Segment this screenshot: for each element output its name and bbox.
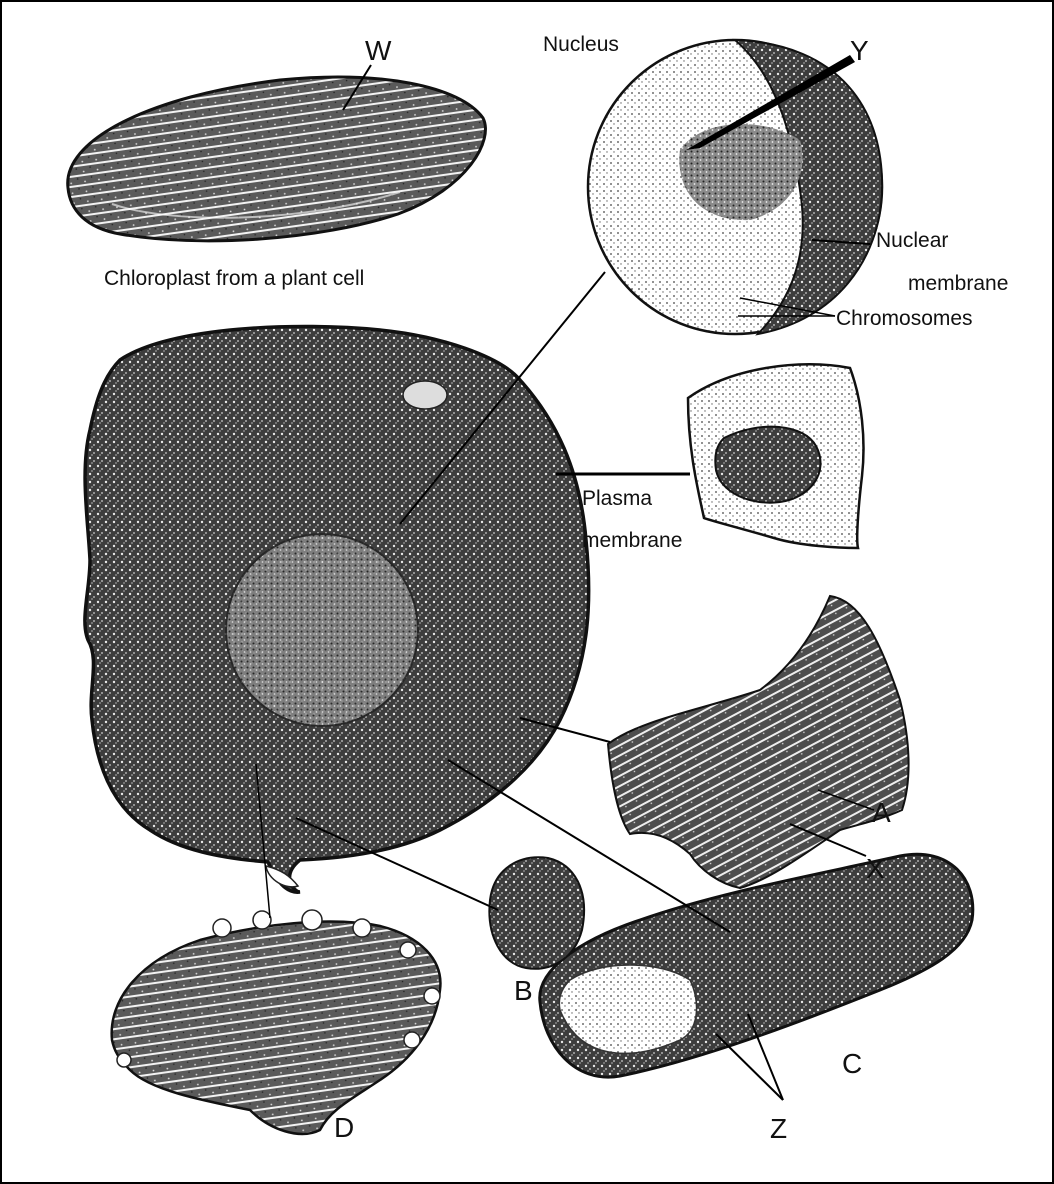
label-d: D — [334, 1112, 354, 1143]
label-b: B — [514, 975, 533, 1006]
label-nucleus: Nucleus — [543, 33, 619, 56]
label-z: Z — [770, 1113, 787, 1144]
label-x: X — [866, 853, 885, 884]
label-a: A — [872, 797, 891, 828]
label-y: Y — [850, 35, 869, 66]
plasma-membrane-drawing — [688, 364, 864, 548]
label-nuclear-membrane-2: membrane — [908, 272, 1008, 295]
label-plasma-membrane-2: membrane — [582, 529, 682, 552]
organelle-b-drawing — [489, 857, 584, 968]
label-chloroplast-caption: Chloroplast from a plant cell — [104, 267, 364, 290]
label-nuclear-membrane-1: Nuclear — [876, 229, 948, 252]
label-plasma-membrane-1: Plasma — [582, 487, 652, 510]
label-c: C — [842, 1048, 862, 1079]
nucleus-drawing — [588, 40, 882, 334]
label-chromosomes: Chromosomes — [836, 307, 973, 330]
label-w: W — [365, 35, 392, 66]
